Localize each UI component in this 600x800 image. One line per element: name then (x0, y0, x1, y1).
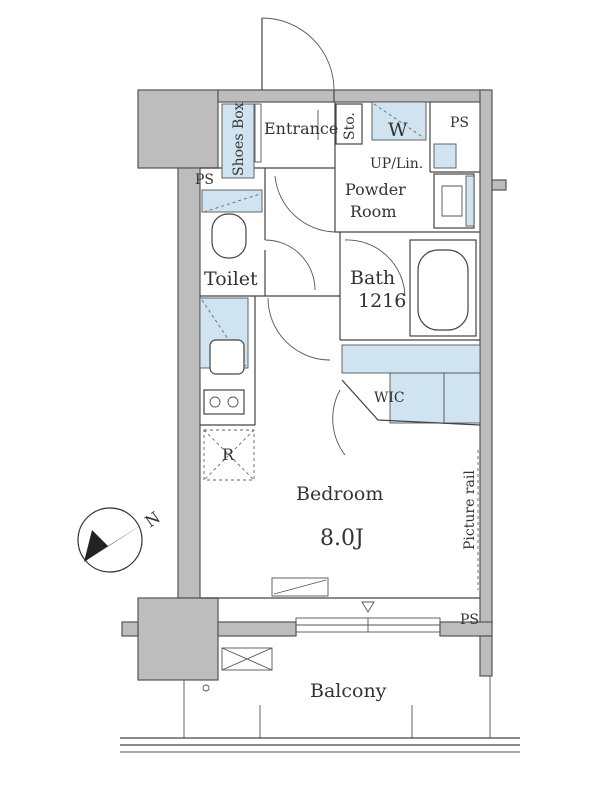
label-bath-size: 1216 (358, 290, 406, 312)
toilet-bowl (211, 213, 247, 259)
label-picture-rail: Picture rail (462, 470, 478, 550)
label-storage: Sto. (342, 112, 358, 140)
balcony (120, 647, 520, 753)
label-washer: W (388, 119, 408, 141)
powder-door (274, 175, 336, 233)
linen-cabinet (433, 143, 457, 169)
label-room: Room (350, 202, 396, 221)
window-marker (361, 601, 375, 613)
bath-door (344, 239, 406, 297)
storage-closet (335, 103, 363, 145)
stove (203, 389, 245, 415)
label-shoes-box: Shoes Box (231, 102, 247, 176)
bathtub (417, 249, 469, 331)
refrigerator-space (203, 429, 255, 481)
compass-n-label: N (141, 508, 163, 532)
walk-in-closet (332, 344, 481, 456)
compass (77, 507, 146, 573)
kitchen-sink (209, 339, 245, 375)
toilet-tank (201, 189, 263, 213)
wall-right (479, 89, 493, 626)
label-bedroom-size: 8.0J (320, 526, 364, 551)
wall-top (217, 89, 489, 103)
balcony-unit (221, 647, 273, 671)
interior-walls (200, 102, 480, 599)
label-powder: Powder (345, 180, 406, 199)
wall-right-lower (479, 635, 493, 677)
wall-column-bottom-left (137, 597, 219, 681)
label-ps-top: PS (450, 115, 469, 131)
wall-stub-left (121, 621, 139, 637)
aircon-unit (271, 577, 329, 597)
compass-arrow-icon (84, 522, 146, 562)
toilet-door (264, 239, 316, 291)
wall-bottom-left (217, 621, 297, 637)
label-ps-bottom: PS (460, 612, 479, 628)
entrance-door (261, 17, 335, 102)
label-ps-left: PS (195, 172, 214, 188)
label-toilet: Toilet (204, 268, 258, 290)
label-balcony: Balcony (310, 680, 387, 702)
shoes-box (221, 103, 255, 179)
label-refrigerator: R (222, 445, 235, 464)
wall-column-top-left (137, 89, 219, 169)
label-bedroom: Bedroom (296, 483, 383, 505)
label-wic: WIC (374, 390, 405, 406)
wall-stub-right (491, 179, 507, 191)
label-up-lin: UP/Lin. (370, 156, 423, 172)
label-entrance: Entrance (264, 119, 338, 138)
wall-left (177, 167, 201, 599)
label-bath: Bath (350, 267, 395, 289)
